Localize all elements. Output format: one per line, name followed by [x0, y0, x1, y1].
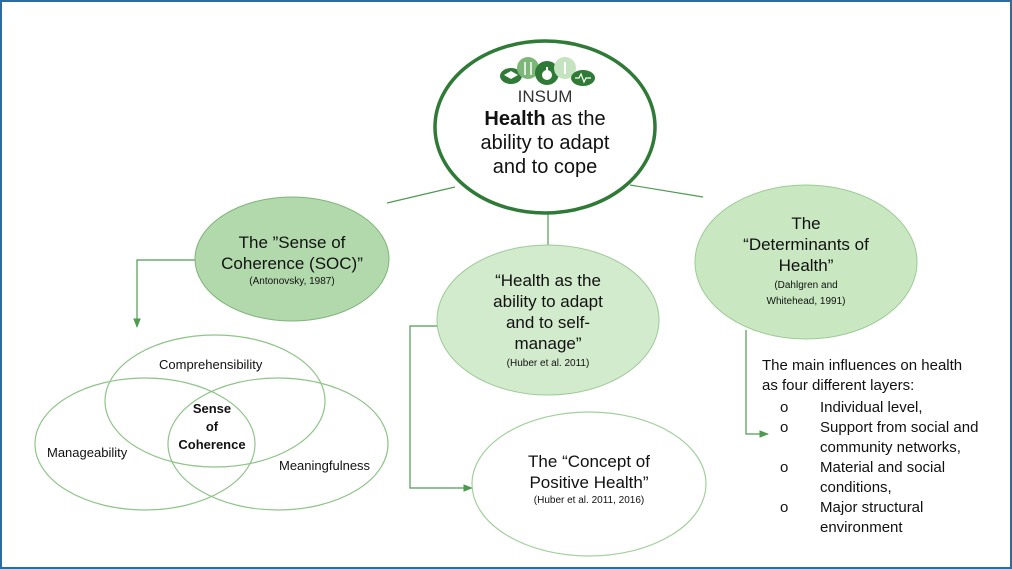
layers-intro-line1: The main influences on health [762, 357, 963, 374]
medical-icon [554, 57, 576, 79]
determinants-title-line1: The [791, 214, 821, 233]
logo-icons [500, 57, 595, 86]
layers-item-line: Material and social [820, 459, 946, 476]
center-title-rest: as the [545, 108, 606, 130]
soc-node: The ”Sense of Coherence (SOC)” (Antonovs… [205, 232, 379, 289]
adapt-title-line2: ability to adapt [493, 292, 603, 311]
fork-knife-icon [517, 57, 539, 79]
heartbeat-icon [571, 70, 595, 86]
center-ellipse [433, 39, 657, 215]
center-title-line1: Health as the [455, 107, 635, 131]
venn-center-label: Sense of Coherence [162, 400, 262, 454]
determinants-title-line3: Health” [778, 256, 834, 275]
venn-label-comprehensibility: Comprehensibility [159, 357, 263, 372]
positive-health-node: The “Concept of Positive Health” (Huber … [499, 451, 679, 508]
venn-center-line1: Sense [192, 401, 232, 416]
arrow-adapt-to-positive [409, 325, 473, 492]
adapt-ellipse [436, 244, 660, 396]
layers-text-block: The main influences on health as four di… [762, 356, 1008, 538]
layers-list-item: Individual level, [762, 398, 1008, 418]
center-title-bold: Health [484, 108, 546, 130]
connector-center-determinants [629, 184, 704, 198]
graduation-cap-icon [500, 68, 522, 84]
soc-title-line2: Coherence (SOC)” [221, 254, 363, 273]
layers-item-line: Support from social and [820, 419, 979, 436]
venn-manageability-circle [34, 377, 256, 511]
layers-item-line: Individual level, [820, 399, 923, 416]
adapt-node: “Health as the ability to adapt and to s… [458, 270, 638, 371]
insum-logo-label: INSUM [517, 87, 573, 106]
soc-title-line1: The ”Sense of [238, 233, 346, 252]
determinants-title-line2: “Determinants of [743, 235, 869, 254]
adapt-title-line1: “Health as the [495, 271, 601, 290]
layers-list-item: Material and social conditions, [762, 458, 1008, 498]
center-node: INSUM Health as the ability to adapt and… [455, 87, 635, 179]
venn-label-manageability: Manageability [47, 445, 128, 460]
layers-item-line: conditions, [820, 479, 892, 496]
determinants-citation-line1: (Dahlgren and [774, 280, 838, 291]
adapt-title-line3: and to self- [505, 313, 591, 332]
layers-list-item: Major structural environment [762, 498, 1008, 538]
venn-center-line2: of [205, 419, 219, 434]
venn-label-meaningfulness: Meaningfulness [279, 458, 371, 473]
connector-center-soc [386, 186, 456, 204]
positive-citation: (Huber et al. 2011, 2016) [533, 495, 645, 506]
determinants-ellipse [694, 184, 918, 340]
determinants-node: The “Determinants of Health” (Dahlgren a… [716, 213, 896, 309]
center-title-line3: and to cope [492, 156, 598, 178]
center-title-line2: ability to adapt [480, 132, 610, 154]
layers-item-line: community networks, [820, 439, 961, 456]
adapt-title-line4: manage” [514, 334, 582, 353]
positive-title-line1: The “Concept of [528, 452, 650, 471]
positive-title-line2: Positive Health” [529, 473, 649, 492]
soc-ellipse [194, 196, 390, 322]
venn-center-line3: Coherence [178, 437, 246, 452]
apple-icon [535, 61, 559, 85]
venn-meaningfulness-circle [167, 377, 389, 511]
layers-list-item: Support from social and community network… [762, 418, 1008, 458]
adapt-citation: (Huber et al. 2011) [506, 358, 590, 369]
layers-item-line: Major structural [820, 499, 924, 516]
layers-list: Individual level, Support from social an… [762, 398, 1008, 538]
layers-item-line: environment [820, 519, 903, 536]
arrow-determinants-to-layers [745, 330, 769, 438]
arrow-soc-to-venn [133, 259, 196, 328]
layers-intro-line2: as four different layers: [762, 377, 915, 394]
venn-comprehensibility-circle [104, 334, 326, 468]
positive-health-ellipse [471, 411, 707, 557]
determinants-citation-line2: Whitehead, 1991) [766, 296, 846, 307]
soc-citation: (Antonovsky, 1987) [249, 276, 335, 287]
